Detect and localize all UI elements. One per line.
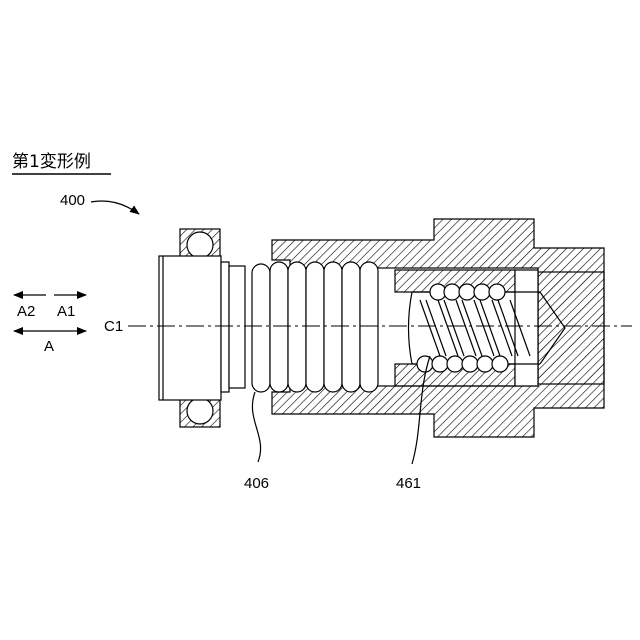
figure-title: 第1変形例 bbox=[12, 152, 91, 172]
direction-label-a: A bbox=[44, 338, 54, 355]
coil-spring bbox=[252, 262, 378, 392]
end-section bbox=[538, 272, 604, 384]
direction-label-a1: A1 bbox=[57, 303, 75, 320]
assembly-leader bbox=[91, 201, 139, 214]
spring-leader bbox=[252, 392, 260, 462]
part-label-spring: 406 bbox=[244, 475, 269, 492]
axis-label: C1 bbox=[104, 318, 123, 335]
shaft-hub bbox=[159, 256, 245, 400]
part-label-balls: 461 bbox=[396, 475, 421, 492]
direction-label-a2: A2 bbox=[17, 303, 35, 320]
assembly-ref-label: 400 bbox=[60, 192, 85, 209]
direction-indicator: A2 A1 A bbox=[14, 295, 86, 355]
